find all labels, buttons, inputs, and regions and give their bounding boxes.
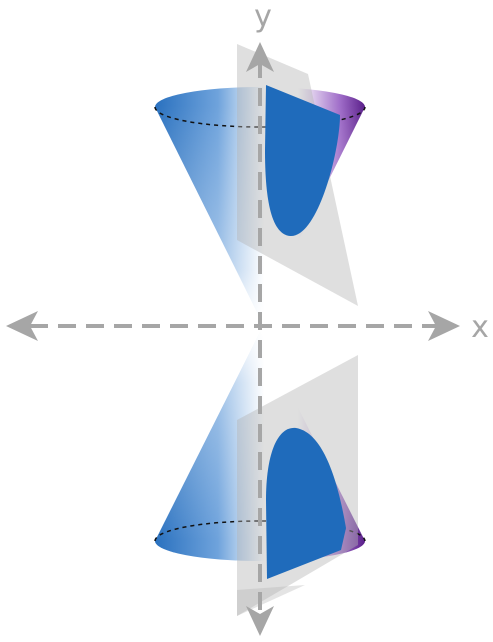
x-axis-left-arrow: [6, 311, 38, 341]
x-axis-label: x: [471, 310, 489, 345]
axes: y x: [6, 0, 489, 636]
bottom-parabola-section: [266, 427, 346, 579]
top-parabola-section: [265, 85, 340, 237]
x-axis-right-arrow: [428, 311, 460, 341]
y-axis-top-arrow: [246, 42, 274, 72]
parabola-sections: [265, 85, 346, 579]
bottom-cutting-plane-lower: [237, 585, 305, 616]
y-axis-bottom-arrow: [246, 606, 274, 636]
y-axis-label: y: [254, 0, 272, 34]
